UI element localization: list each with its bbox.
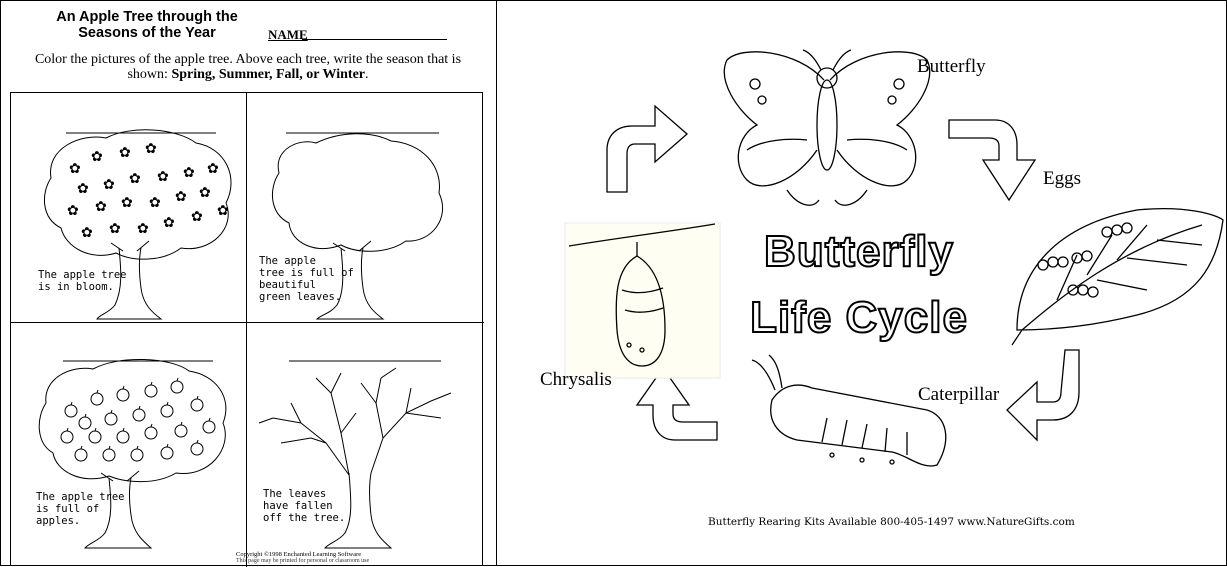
apple-stem [123, 386, 124, 389]
apple-stem [109, 446, 110, 449]
apple-icon [175, 425, 187, 437]
blossom-icon: ✿ [67, 204, 79, 219]
apple-icon [117, 389, 129, 401]
copyright-line-2: This page may be printed for personal or… [236, 558, 369, 565]
apple-stem [95, 428, 96, 431]
caption-leaves: The apple tree is full of beautiful gree… [259, 255, 354, 303]
blossom-icon: ✿ [149, 196, 161, 211]
label-caterpillar: Caterpillar [918, 384, 999, 406]
instructions-end: . [365, 67, 369, 82]
apple-stem [151, 382, 152, 385]
apple-stem [137, 446, 138, 449]
apple-icon [105, 413, 117, 425]
apple-icon [171, 381, 183, 393]
apple-icon [75, 449, 87, 461]
leaf-with-eggs-drawing [1012, 209, 1223, 345]
apple-stem [177, 378, 178, 381]
apple-stem [97, 390, 98, 393]
butterfly-drawing [724, 50, 929, 205]
worksheet-instructions: Color the pictures of the apple tree. Ab… [22, 52, 474, 82]
name-label: NAME [268, 27, 308, 43]
caption-fallen: The leaves have fallen off the tree. [263, 488, 345, 524]
apple-stem [197, 396, 198, 399]
apple-icon [65, 405, 77, 417]
arrow-to-eggs [949, 120, 1035, 200]
tree-grid: ✿✿✿✿✿✿✿✿✿✿✿✿✿✿✿✿✿✿✿✿✿✿ [10, 92, 483, 566]
blossom-icon: ✿ [217, 204, 229, 219]
apple-stem [111, 410, 112, 413]
apple-icon [161, 405, 173, 417]
apple-icon [161, 447, 173, 459]
blossom-icon: ✿ [109, 222, 121, 237]
apple-stem [197, 440, 198, 443]
apple-stem [67, 428, 68, 431]
apple-stem [81, 446, 82, 449]
apple-icon [79, 417, 91, 429]
arrow-to-caterpillar [1007, 350, 1079, 440]
apple-stem [71, 402, 72, 405]
blossom-icon: ✿ [183, 166, 195, 181]
blossom-icon: ✿ [69, 162, 81, 177]
worksheet-title-line1: An Apple Tree through the [37, 9, 257, 25]
blossom-icon: ✿ [81, 226, 93, 241]
apple-stem [181, 422, 182, 425]
instructions-seasons: Spring, Summer, Fall, or Winter [171, 67, 365, 82]
blossom-icon: ✿ [103, 178, 115, 193]
apple-icon [145, 385, 157, 397]
blossom-icon: ✿ [145, 142, 157, 157]
apple-stem [139, 406, 140, 409]
apple-stem [123, 428, 124, 431]
label-chrysalis: Chrysalis [540, 369, 612, 391]
name-write-line[interactable] [302, 39, 447, 40]
apple-icon [117, 431, 129, 443]
apple-icon [91, 393, 103, 405]
chrysalis-drawing [565, 223, 720, 378]
poster-title-line2: Life Cycle [750, 293, 968, 342]
caption-bloom: The apple tree is in bloom. [38, 269, 127, 293]
arrow-to-chrysalis [637, 368, 717, 440]
apple-stem [167, 402, 168, 405]
blossom-icon: ✿ [121, 196, 133, 211]
label-butterfly: Butterfly [917, 56, 986, 78]
apple-stem [209, 418, 210, 421]
blossom-icon: ✿ [77, 182, 89, 197]
label-eggs: Eggs [1043, 168, 1081, 190]
apple-icon [61, 431, 73, 443]
worksheet-title: An Apple Tree through the Seasons of the… [37, 9, 257, 41]
apple-icon [191, 399, 203, 411]
blossom-icon: ✿ [119, 146, 131, 161]
blossom-icon: ✿ [129, 172, 141, 187]
blossom-icon: ✿ [137, 222, 149, 237]
blossom-icon: ✿ [207, 162, 219, 177]
worksheet-title-line2: Seasons of the Year [37, 25, 257, 41]
blossom-icon: ✿ [175, 190, 187, 205]
apple-icon [191, 443, 203, 455]
caterpillar-drawing [752, 355, 946, 466]
apple-icon [145, 427, 157, 439]
blossom-icon: ✿ [157, 170, 169, 185]
arrow-to-butterfly [607, 106, 687, 192]
apple-icon [89, 431, 101, 443]
apple-tree-worksheet: An Apple Tree through the Seasons of the… [10, 0, 492, 566]
blossom-icon: ✿ [191, 210, 203, 225]
apple-icon [131, 449, 143, 461]
butterfly-life-cycle-poster: Butterfly Life Cycle [497, 0, 1227, 566]
life-cycle-illustration: Butterfly Life Cycle [497, 0, 1227, 566]
blossom-icon: ✿ [95, 200, 107, 215]
poster-footer: Butterfly Rearing Kits Available 800-405… [708, 516, 1075, 528]
blossom-icon: ✿ [163, 216, 175, 231]
apple-stem [85, 414, 86, 417]
apple-icon [203, 421, 215, 433]
blossom-icon: ✿ [199, 186, 211, 201]
apple-stem [167, 444, 168, 447]
poster-title-line1: Butterfly [764, 227, 954, 276]
copyright-line: Copyright ©1998 Enchanted Learning Softw… [236, 551, 361, 558]
caption-apples: The apple tree is full of apples. [36, 491, 125, 527]
blossom-icon: ✿ [91, 150, 103, 165]
apple-stem [151, 424, 152, 427]
apple-icon [133, 409, 145, 421]
apple-icon [103, 449, 115, 461]
